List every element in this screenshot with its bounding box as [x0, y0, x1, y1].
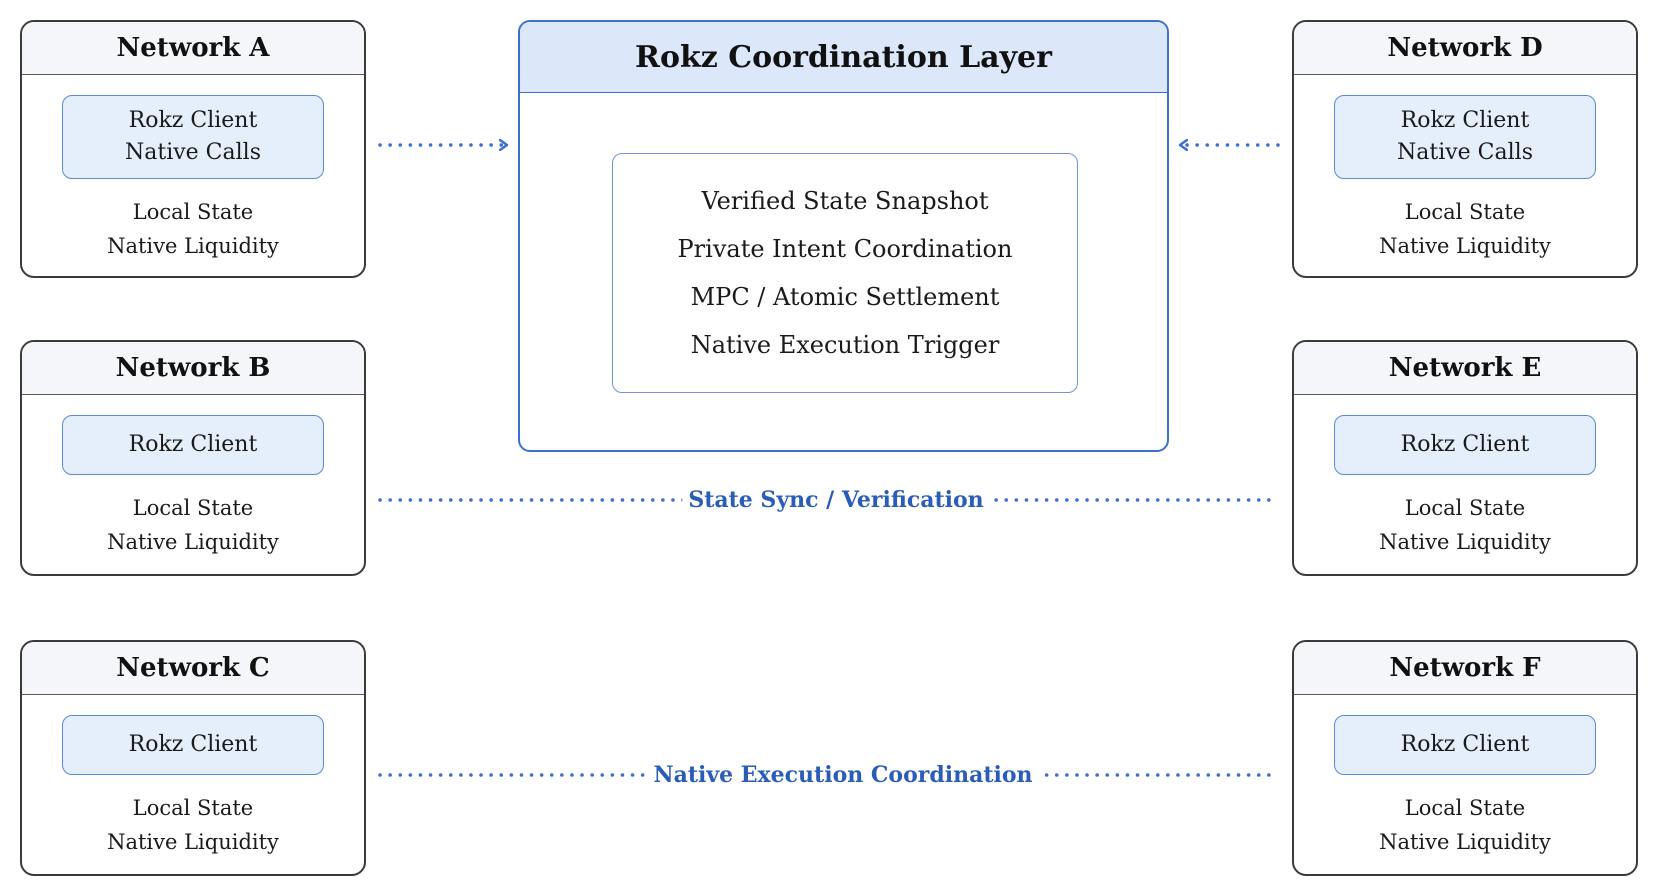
network-f-title: Network F	[1294, 642, 1636, 695]
client-line: Rokz Client	[128, 432, 258, 457]
client-line: Rokz Client	[1400, 432, 1530, 457]
network-c-title: Network C	[22, 642, 364, 695]
network-c-rokz-client: Rokz Client	[62, 715, 324, 775]
coordination-layer-box: Rokz Coordination Layer Verified State S…	[518, 20, 1169, 452]
coordination-layer-title: Rokz Coordination Layer	[520, 22, 1167, 93]
coordination-function: Native Execution Trigger	[690, 331, 1000, 359]
client-line: Rokz Client	[128, 732, 258, 757]
network-a-box: Network A Rokz Client Native Calls Local…	[20, 20, 366, 278]
network-f-rokz-client: Rokz Client	[1334, 715, 1596, 775]
network-e-title: Network E	[1294, 342, 1636, 395]
client-line: Rokz Client	[1400, 108, 1530, 133]
network-d-title: Network D	[1294, 22, 1636, 75]
network-e-local-state: Local State Native Liquidity	[1294, 491, 1636, 559]
state-line: Local State	[1404, 496, 1526, 520]
state-line: Local State	[1404, 200, 1526, 224]
state-line: Native Liquidity	[1379, 830, 1551, 854]
network-f-local-state: Local State Native Liquidity	[1294, 791, 1636, 859]
network-e-box: Network E Rokz Client Local State Native…	[1292, 340, 1638, 576]
state-line: Local State	[132, 496, 254, 520]
state-line: Native Liquidity	[107, 530, 279, 554]
coordination-function: Private Intent Coordination	[677, 235, 1013, 263]
network-d-box: Network D Rokz Client Native Calls Local…	[1292, 20, 1638, 278]
network-a-title: Network A	[22, 22, 364, 75]
state-line: Native Liquidity	[1379, 530, 1551, 554]
network-b-box: Network B Rokz Client Local State Native…	[20, 340, 366, 576]
state-line: Local State	[1404, 796, 1526, 820]
network-a-local-state: Local State Native Liquidity	[22, 195, 364, 263]
state-line: Native Liquidity	[107, 234, 279, 258]
network-c-box: Network C Rokz Client Local State Native…	[20, 640, 366, 876]
coordination-function: Verified State Snapshot	[701, 187, 989, 215]
network-e-rokz-client: Rokz Client	[1334, 415, 1596, 475]
native-execution-label: Native Execution Coordination	[647, 762, 1039, 788]
client-line: Native Calls	[125, 140, 261, 165]
network-a-rokz-client: Rokz Client Native Calls	[62, 95, 324, 179]
state-sync-label: State Sync / Verification	[682, 487, 990, 513]
network-c-local-state: Local State Native Liquidity	[22, 791, 364, 859]
client-line: Native Calls	[1397, 140, 1533, 165]
state-line: Local State	[132, 796, 254, 820]
network-b-rokz-client: Rokz Client	[62, 415, 324, 475]
state-line: Native Liquidity	[1379, 234, 1551, 258]
client-line: Rokz Client	[128, 108, 258, 133]
network-b-local-state: Local State Native Liquidity	[22, 491, 364, 559]
state-line: Native Liquidity	[107, 830, 279, 854]
network-d-local-state: Local State Native Liquidity	[1294, 195, 1636, 263]
network-f-box: Network F Rokz Client Local State Native…	[1292, 640, 1638, 876]
coordination-function: MPC / Atomic Settlement	[690, 283, 1000, 311]
state-line: Local State	[132, 200, 254, 224]
network-b-title: Network B	[22, 342, 364, 395]
network-d-rokz-client: Rokz Client Native Calls	[1334, 95, 1596, 179]
client-line: Rokz Client	[1400, 732, 1530, 757]
coordination-functions-box: Verified State Snapshot Private Intent C…	[612, 153, 1078, 393]
